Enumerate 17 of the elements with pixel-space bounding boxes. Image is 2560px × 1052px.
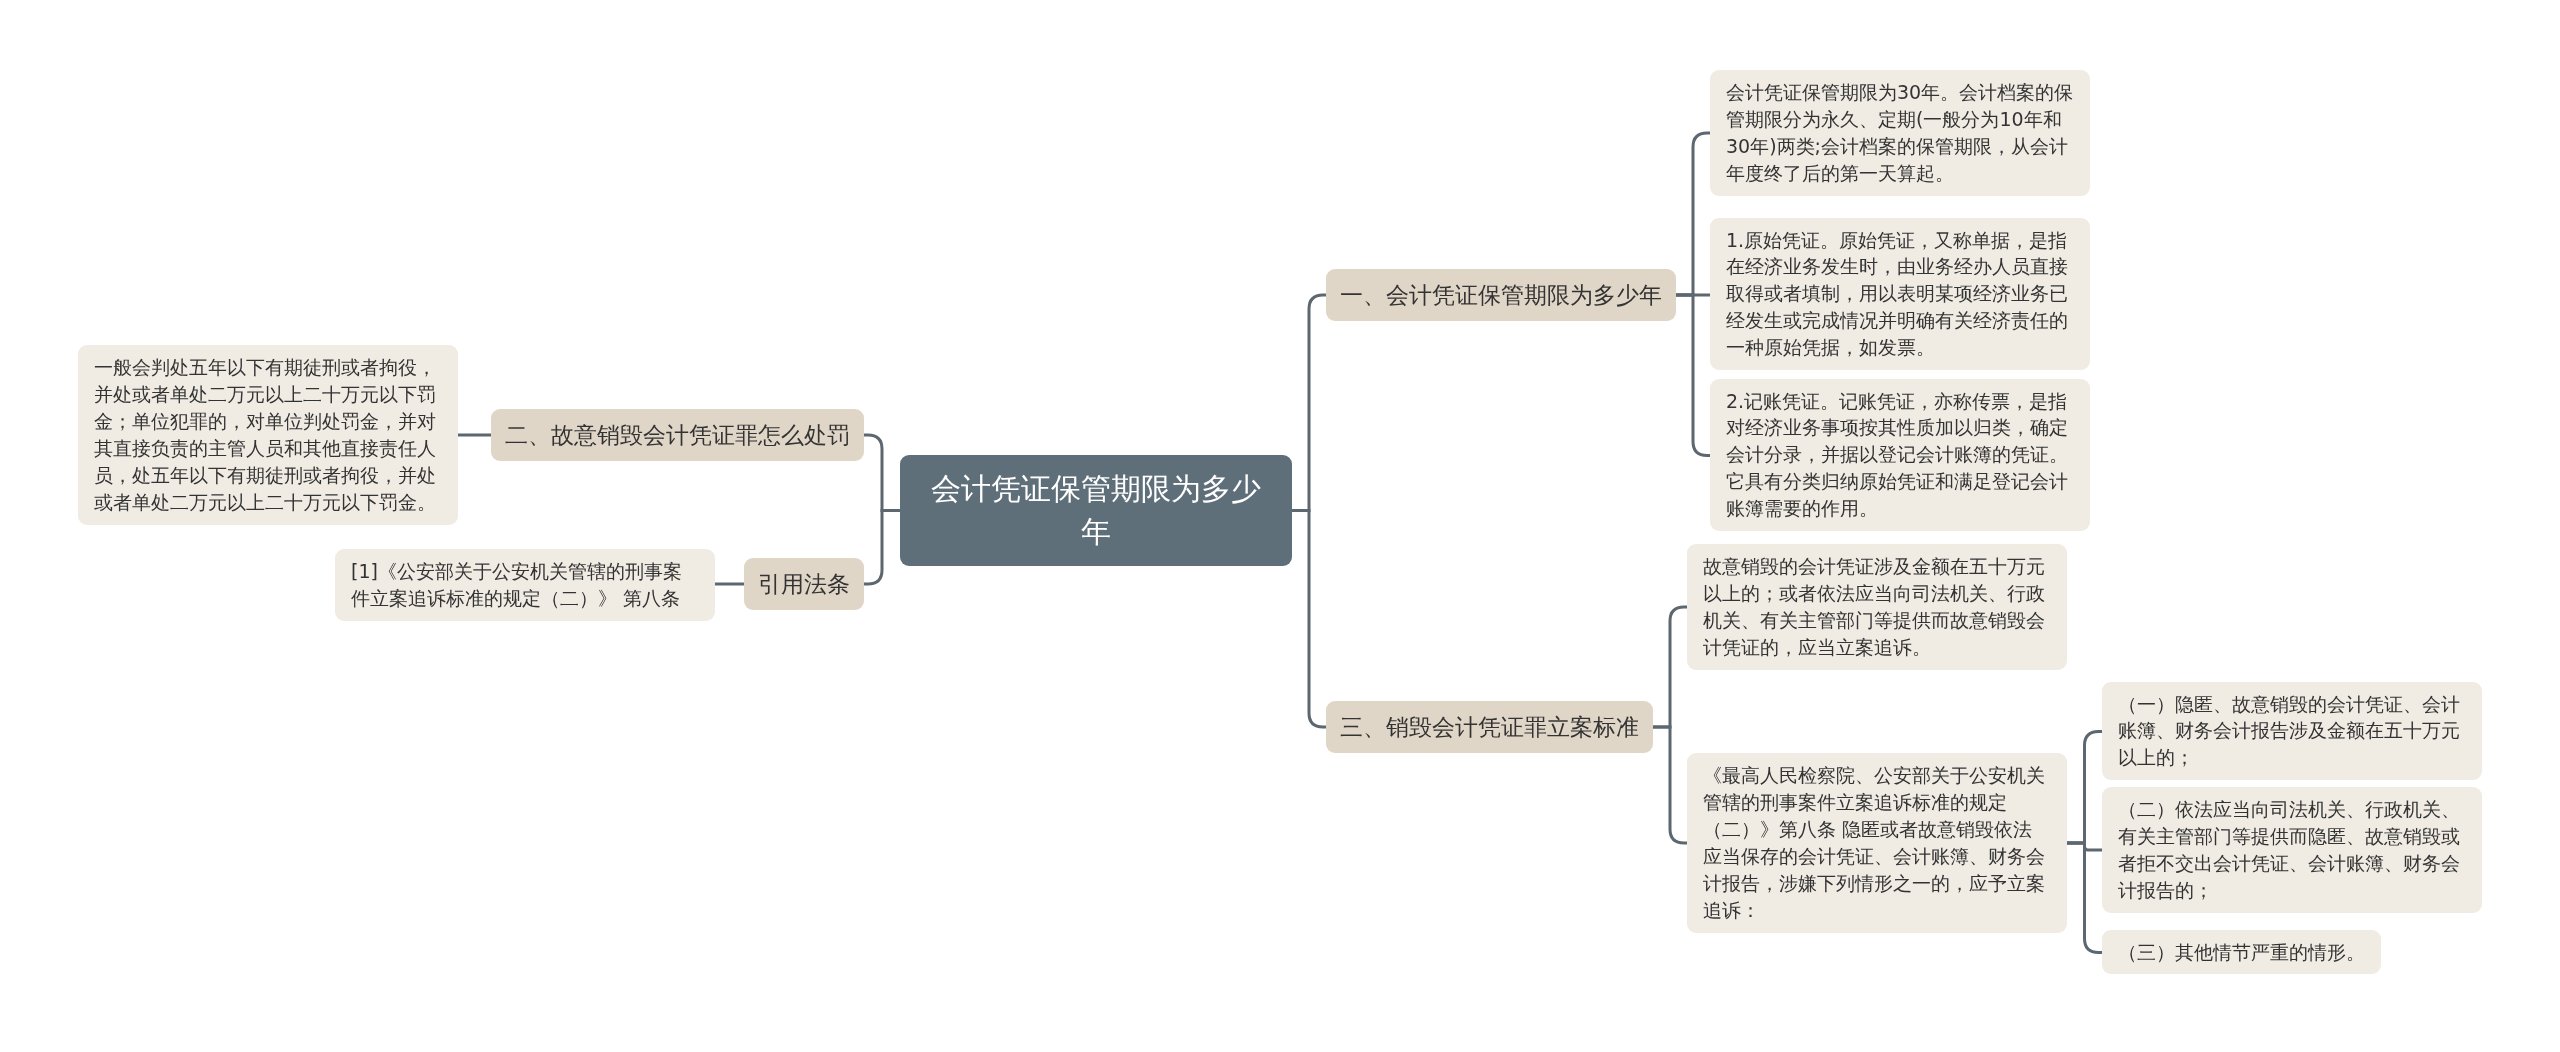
note-box: （三）其他情节严重的情形。 xyxy=(2102,929,2381,975)
topic-box: 一、会计凭证保管期限为多少年 xyxy=(1326,269,1676,322)
note-box: 一般会判处五年以下有期徒刑或者拘役，并处或者单处二万元以上二十万元以下罚金；单位犯罪的，对单位判处罚金，并对其直接负责的主管人员和其他直接责任人员，处五年以下有期徒刑或者拘役，并处或者单处二万元以上二十万元以下罚金。 xyxy=(78,345,458,525)
connector-line xyxy=(715,582,744,586)
central-topic-box: 会计凭证保管期限为多少年 xyxy=(900,454,1292,566)
note-box: 会计凭证保管期限为30年。会计档案的保管期限分为永久、定期(一般分为10年和30年)两类;会计档案的保管期限，从会计年度终了后的第一天算起。 xyxy=(1710,70,2090,196)
note-box: 1.原始凭证。原始凭证，又称单据，是指在经济业务发生时，由业务经办人员直接取得或者填制，用以表明某项经济业务已经发生或完成情况并明确有关经济责任的一种原始凭据，如发票。 xyxy=(1710,217,2090,371)
note-box: 《最高人民检察院、公安部关于公安机关管辖的刑事案件立案追诉标准的规定（二）》第八条 隐匿或者故意销毁依法应当保存的会计凭证、会计账簿、财务会计报告，涉嫌下列情形之一的，应予立案追诉： xyxy=(1687,753,2067,933)
note-box: （二）依法应当向司法机关、行政机关、有关主管部门等提供而隐匿、故意销毁或者拒不交出会计凭证、会计账簿、财务会计报告的； xyxy=(2102,787,2482,913)
topic-box: 引用法条 xyxy=(744,558,864,611)
topic-box: 二、故意销毁会计凭证罪怎么处罚 xyxy=(491,409,864,462)
note-box: [1]《公安部关于公安机关管辖的刑事案件立案追诉标准的规定（二）》 第八条 xyxy=(335,549,715,621)
topic-box: 三、销毁会计凭证罪立案标准 xyxy=(1326,701,1653,754)
connector-line xyxy=(458,433,491,437)
note-box: 2.记账凭证。记账凭证，亦称传票，是指对经济业务事项按其性质加以归类，确定会计分录，并据以登记会计账簿的凭证。它具有分类归纳原始凭证和满足登记会计账簿需要的作用。 xyxy=(1710,378,2090,532)
note-box: 故意销毁的会计凭证涉及金额在五十万元以上的；或者依法应当向司法机关、行政机关、有关主管部门等提供而故意销毁会计凭证的，应当立案追诉。 xyxy=(1687,544,2067,670)
note-box: （一）隐匿、故意销毁的会计凭证、会计账簿、财务会计报告涉及金额在五十万元以上的； xyxy=(2102,681,2482,781)
